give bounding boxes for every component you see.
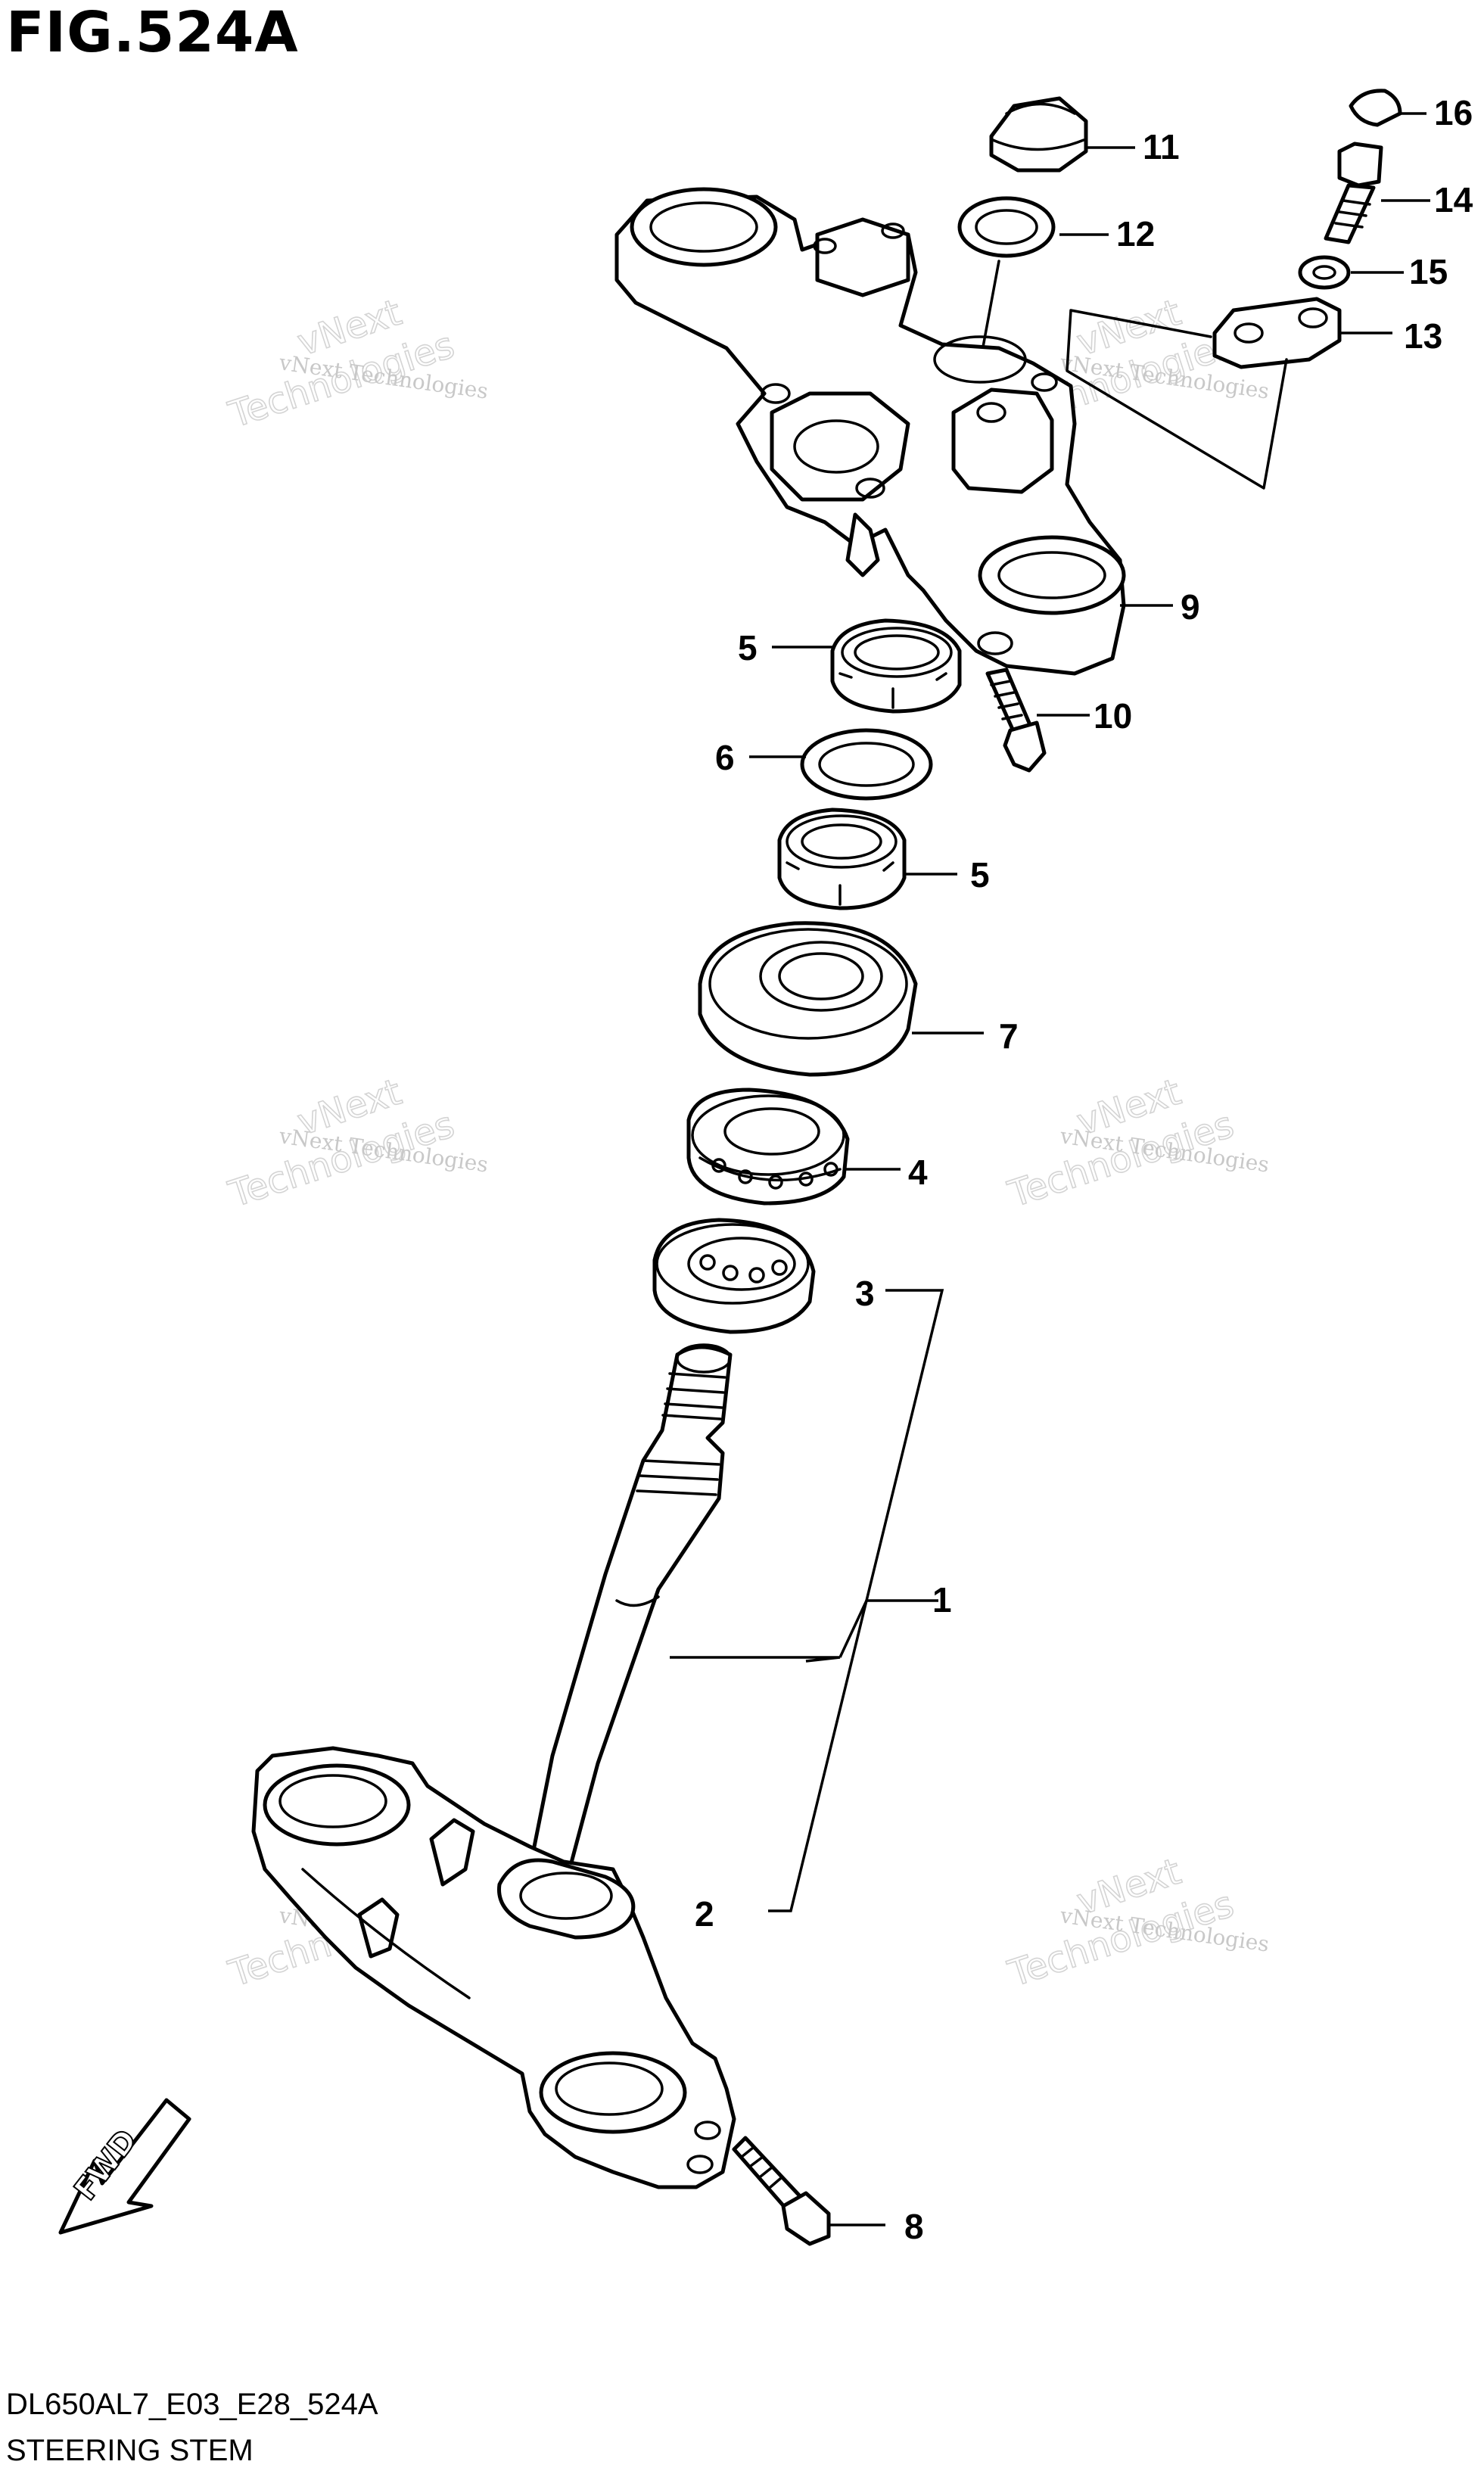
- watermark-mid-left: vNext Technologies vNext Technologies: [223, 1070, 490, 1217]
- callout-3: 3: [855, 1274, 875, 1313]
- part-14-bolt[interactable]: [1324, 142, 1383, 244]
- fwd-arrow-icon: FWD: [58, 2098, 191, 2235]
- watermark-bottom-right: vNext Technologies vNext Technologies: [1003, 1850, 1271, 1996]
- callout-11: 11: [1143, 127, 1180, 166]
- part-4-bearing[interactable]: [686, 1088, 850, 1206]
- part-8-bolt[interactable]: [732, 2136, 831, 2246]
- callout-4: 4: [908, 1153, 928, 1192]
- part-5-nut-upper[interactable]: [830, 618, 962, 714]
- part-11-cap-nut[interactable]: [989, 96, 1088, 173]
- figure-code: DL650AL7_E03_E28_524A: [6, 2388, 378, 2421]
- callout-16: 16: [1434, 93, 1473, 132]
- leader-lines: [749, 112, 1430, 2226]
- figure-title: FIG.524A: [6, 0, 299, 65]
- part-1-steering-stem[interactable]: [251, 1289, 944, 2189]
- figure-name: STEERING STEM: [6, 2434, 254, 2467]
- callout-14: 14: [1434, 180, 1473, 219]
- callout-7: 7: [999, 1016, 1019, 1056]
- part-6-washer[interactable]: [800, 728, 933, 801]
- callout-9: 9: [1181, 587, 1200, 627]
- callout-13: 13: [1404, 316, 1442, 356]
- part-5-nut-lower[interactable]: [777, 807, 907, 910]
- part-7-dust-seal[interactable]: [698, 921, 918, 1077]
- callout-15: 15: [1409, 252, 1448, 291]
- callout-5-upper: 5: [738, 628, 758, 667]
- part-16-cap[interactable]: [1349, 89, 1402, 127]
- callout-12: 12: [1116, 214, 1155, 254]
- callout-8: 8: [904, 2207, 924, 2246]
- callout-1: 1: [932, 1580, 952, 1620]
- part-10-bolt[interactable]: [985, 667, 1047, 773]
- part-2-seal[interactable]: [497, 1858, 636, 1940]
- part-15-washer[interactable]: [1298, 255, 1351, 290]
- part-9-upper-bracket[interactable]: [614, 187, 1126, 676]
- callout-2: 2: [695, 1894, 714, 1934]
- callout-6: 6: [715, 738, 735, 777]
- part-13-bracket[interactable]: [1066, 297, 1342, 490]
- callout-10: 10: [1094, 696, 1132, 736]
- callouts: 11 12 16 14 15 13 9 10 5 6 5 7 4 3 1 2 8: [695, 93, 1473, 2246]
- watermark-mid-right: vNext Technologies vNext Technologies: [1003, 1070, 1271, 1217]
- part-3-bearing-race[interactable]: [652, 1218, 816, 1334]
- part-12-washer[interactable]: [957, 196, 1056, 365]
- watermark-top-left: vNext Technologies vNext Technologies: [223, 291, 490, 437]
- callout-5-lower: 5: [970, 855, 990, 895]
